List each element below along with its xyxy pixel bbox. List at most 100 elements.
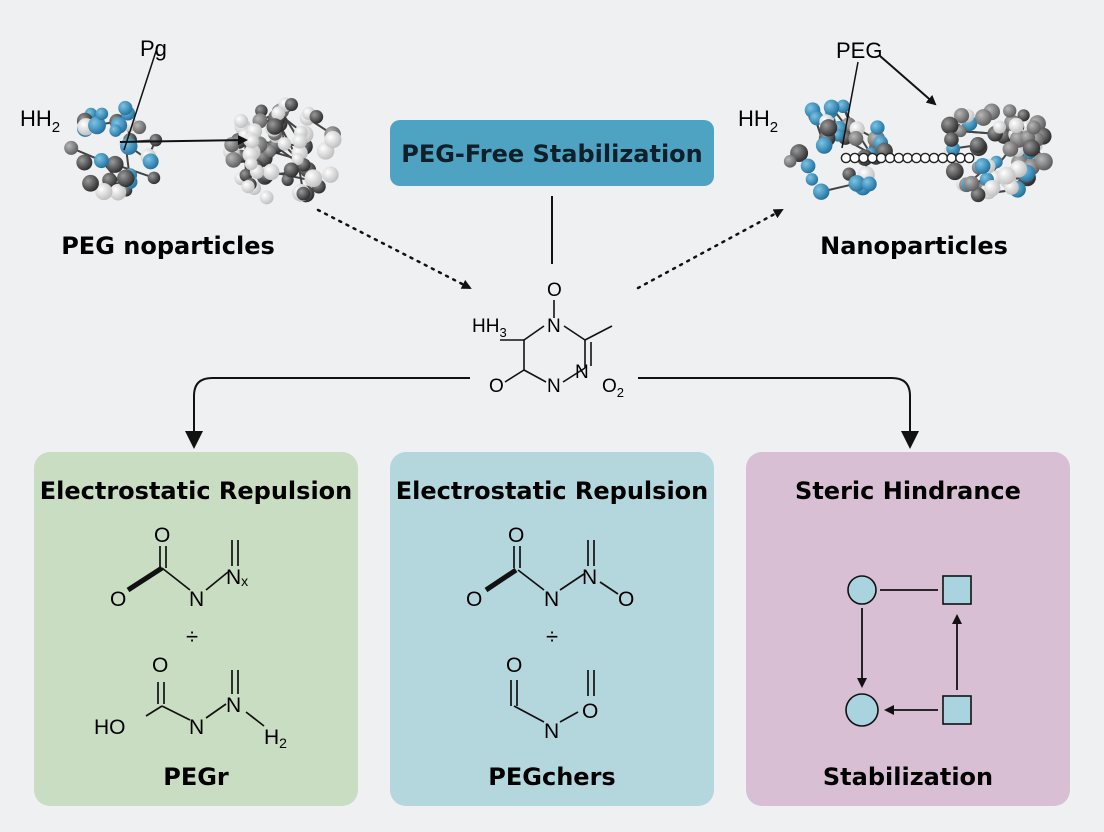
chain-bead: [928, 152, 940, 164]
grey-atom: [1003, 104, 1017, 118]
grey-atom: [225, 151, 242, 168]
nanoparticle-cluster: [941, 103, 1053, 203]
panel-steric-hindrance: Steric Hindrance Stabilization: [746, 452, 1070, 806]
dark-atom: [82, 174, 99, 192]
svg-text:HO: HO: [94, 716, 126, 739]
svg-text:N: N: [226, 694, 241, 717]
grey-atom: [132, 120, 147, 135]
chain-bead: [893, 152, 905, 164]
light-atom: [997, 166, 1016, 185]
light-atom: [233, 113, 249, 129]
dark-atom: [1022, 139, 1041, 157]
svg-text:N: N: [575, 362, 589, 383]
svg-text:O: O: [152, 654, 168, 677]
panel-structure-top-labels: O O N N O: [466, 524, 634, 611]
left-cluster-caption: PEG noparticles: [61, 232, 275, 260]
svg-text:O2: O2: [602, 376, 624, 400]
cluster-link-arrow: [119, 135, 248, 146]
label-leader-line: [841, 61, 859, 149]
light-atom: [324, 131, 342, 149]
light-atom: [277, 137, 292, 151]
panel-divider: ÷: [546, 624, 558, 649]
svg-text:N: N: [189, 716, 204, 739]
circle-node-top: [847, 575, 877, 605]
left-nanoparticle-group: Pg HH2 PEG noparticles: [20, 36, 342, 260]
right-nanoparticle-group: PEG HH2 Nanoparticles: [738, 38, 1053, 260]
dark-atom: [941, 116, 959, 135]
grey-atom: [783, 155, 797, 168]
svg-text:N: N: [582, 566, 597, 589]
svg-text:O: O: [110, 588, 126, 611]
blue-atom: [861, 176, 877, 192]
blue-atom: [836, 99, 850, 114]
light-atom: [244, 157, 258, 171]
dark-atom: [309, 109, 324, 124]
blue-atom: [815, 137, 833, 154]
chain-bead: [858, 152, 869, 164]
svg-text:Nx: Nx: [226, 566, 248, 589]
chain-bead: [946, 152, 957, 164]
light-atom: [245, 134, 259, 149]
svg-text:N: N: [544, 720, 559, 743]
cluster-top-label: Pg: [140, 36, 167, 61]
grey-atom: [975, 109, 992, 126]
right-cluster-caption: Nanoparticles: [820, 232, 1008, 260]
title-box-bg: [390, 120, 714, 186]
blue-atom: [823, 99, 840, 116]
svg-text:O: O: [154, 524, 170, 547]
light-atom: [95, 183, 113, 201]
light-atom: [109, 183, 127, 201]
svg-text:O: O: [582, 700, 598, 723]
dotted-arrow-left: [316, 208, 472, 290]
dark-atom: [969, 136, 986, 153]
light-atom: [304, 169, 323, 188]
svg-text:N: N: [189, 588, 204, 611]
blue-atom: [813, 183, 830, 200]
grey-atom: [1026, 120, 1041, 135]
panel-heading: Electrostatic Repulsion: [40, 477, 353, 505]
blue-atom: [88, 116, 106, 135]
light-atom: [292, 133, 308, 149]
panel-structure-top-labels: O O N Nx: [110, 524, 248, 611]
chain-bead: [884, 152, 896, 164]
blue-atom: [848, 175, 866, 192]
square-node-bottom: [942, 695, 972, 725]
svg-text:N: N: [547, 316, 561, 337]
square-node-top: [942, 575, 972, 605]
light-atom: [271, 106, 286, 121]
dark-atom: [266, 118, 284, 135]
svg-text:O: O: [618, 588, 634, 611]
panel-footer: Stabilization: [823, 763, 993, 791]
nanoparticle-cluster: [223, 97, 342, 205]
dark-atom: [970, 187, 986, 203]
blue-atom: [805, 173, 819, 186]
blue-atom: [142, 153, 159, 170]
panel-structure-top: [484, 540, 619, 595]
svg-text:N: N: [547, 376, 561, 397]
chain-bead: [867, 152, 878, 164]
center-molecule: [500, 300, 613, 383]
panel-electrostatic-1: Electrostatic Repulsion O O N Nx ÷: [34, 452, 358, 806]
panel-footer: PEGr: [163, 763, 229, 791]
panel-structure-bottom-labels: O N O: [506, 654, 598, 743]
light-atom: [241, 180, 255, 194]
dotted-arrow-right: [636, 208, 784, 290]
panel-footer: PEGchers: [488, 763, 615, 791]
svg-text:O: O: [489, 376, 504, 397]
light-atom: [322, 166, 339, 183]
peg-chain: [840, 152, 975, 164]
light-atom: [259, 190, 274, 205]
svg-text:HH3: HH3: [472, 316, 507, 340]
peg-molecule-cluster: [64, 100, 163, 201]
grey-atom: [848, 131, 864, 146]
svg-text:H2: H2: [264, 726, 287, 751]
dark-atom: [149, 133, 163, 147]
blue-atom: [93, 153, 109, 169]
chain-bead: [963, 152, 975, 164]
dark-atom: [945, 162, 964, 181]
grey-atom: [64, 140, 79, 155]
svg-text:O: O: [466, 588, 482, 611]
peg-molecule-cluster: [783, 99, 893, 200]
blue-atom: [870, 120, 885, 135]
